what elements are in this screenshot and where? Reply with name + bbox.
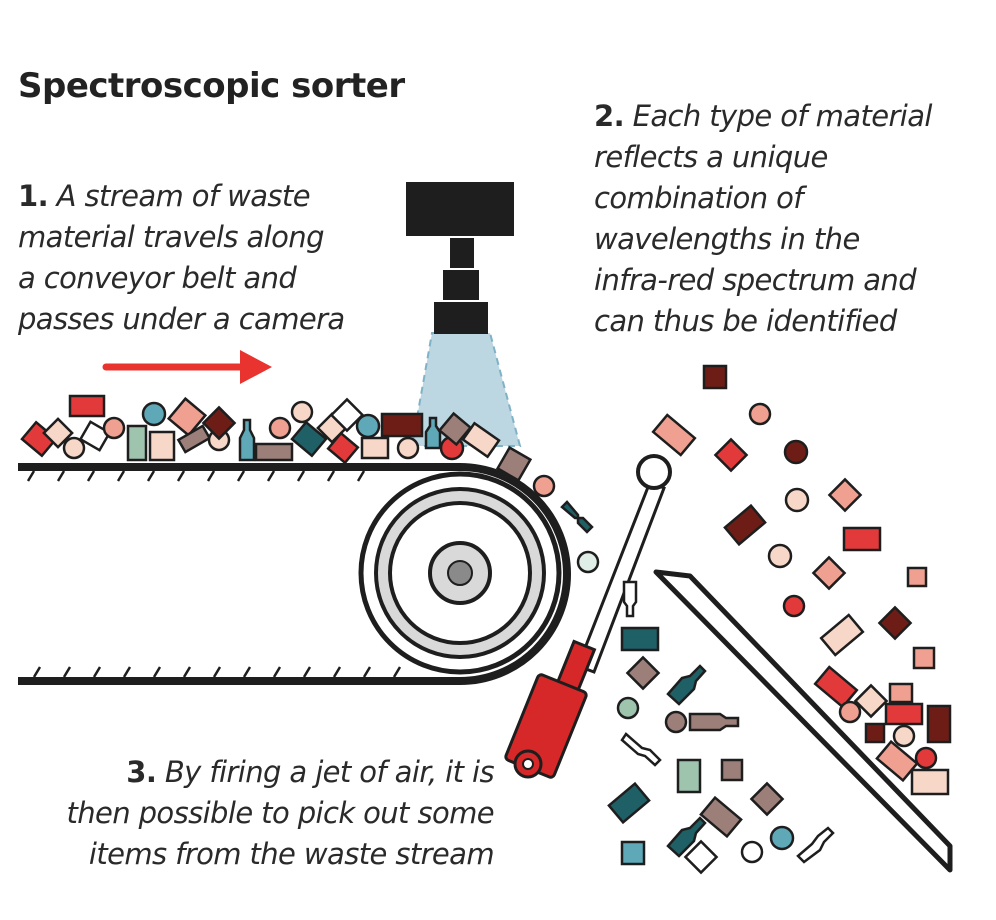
step-3-line-3: items from the waste stream xyxy=(88,837,495,871)
step-2-caption: 2. Each type of material reflects a uniq… xyxy=(594,96,932,342)
conveyor-belt xyxy=(18,463,571,685)
step-1-line-2: material travels along xyxy=(18,220,324,254)
step-2-line-1: 2. Each type of material xyxy=(594,99,932,133)
conveyor-roller-icon xyxy=(358,471,562,675)
waste-items-on-belt xyxy=(20,394,600,574)
step-1-line-4: passes under a camera xyxy=(18,302,345,336)
arrow-right-icon xyxy=(102,350,272,384)
step-1-line-3: a conveyor belt and xyxy=(18,261,297,295)
waste-items-falling xyxy=(607,580,835,875)
step-2-line-4: wavelengths in the xyxy=(594,222,860,256)
air-jet-nozzle-icon xyxy=(504,454,672,779)
step-1-line-1: 1. A stream of waste xyxy=(18,179,311,213)
step-1-number: 1. xyxy=(18,179,49,213)
step-3-line-1: 3. By firing a jet of air, it is xyxy=(126,755,494,789)
step-2-line-3: combination of xyxy=(594,181,803,215)
infrared-light-beam xyxy=(410,332,522,447)
step-2-line-6: can thus be identified xyxy=(594,304,897,338)
step-2-line-2: reflects a unique xyxy=(594,140,828,174)
step-2-number: 2. xyxy=(594,99,625,133)
diagram-title: Spectroscopic sorter xyxy=(18,66,405,106)
camera-icon xyxy=(406,182,514,334)
step-2-line-5: infra-red spectrum and xyxy=(594,263,917,297)
step-3-line-2: then possible to pick out some xyxy=(66,796,494,830)
step-1-caption: 1. A stream of waste material travels al… xyxy=(18,176,345,340)
step-3-caption: 3. By firing a jet of air, it is then po… xyxy=(66,752,494,875)
step-3-number: 3. xyxy=(126,755,157,789)
waste-items-flying xyxy=(651,364,952,796)
diverter-chute xyxy=(653,569,953,873)
